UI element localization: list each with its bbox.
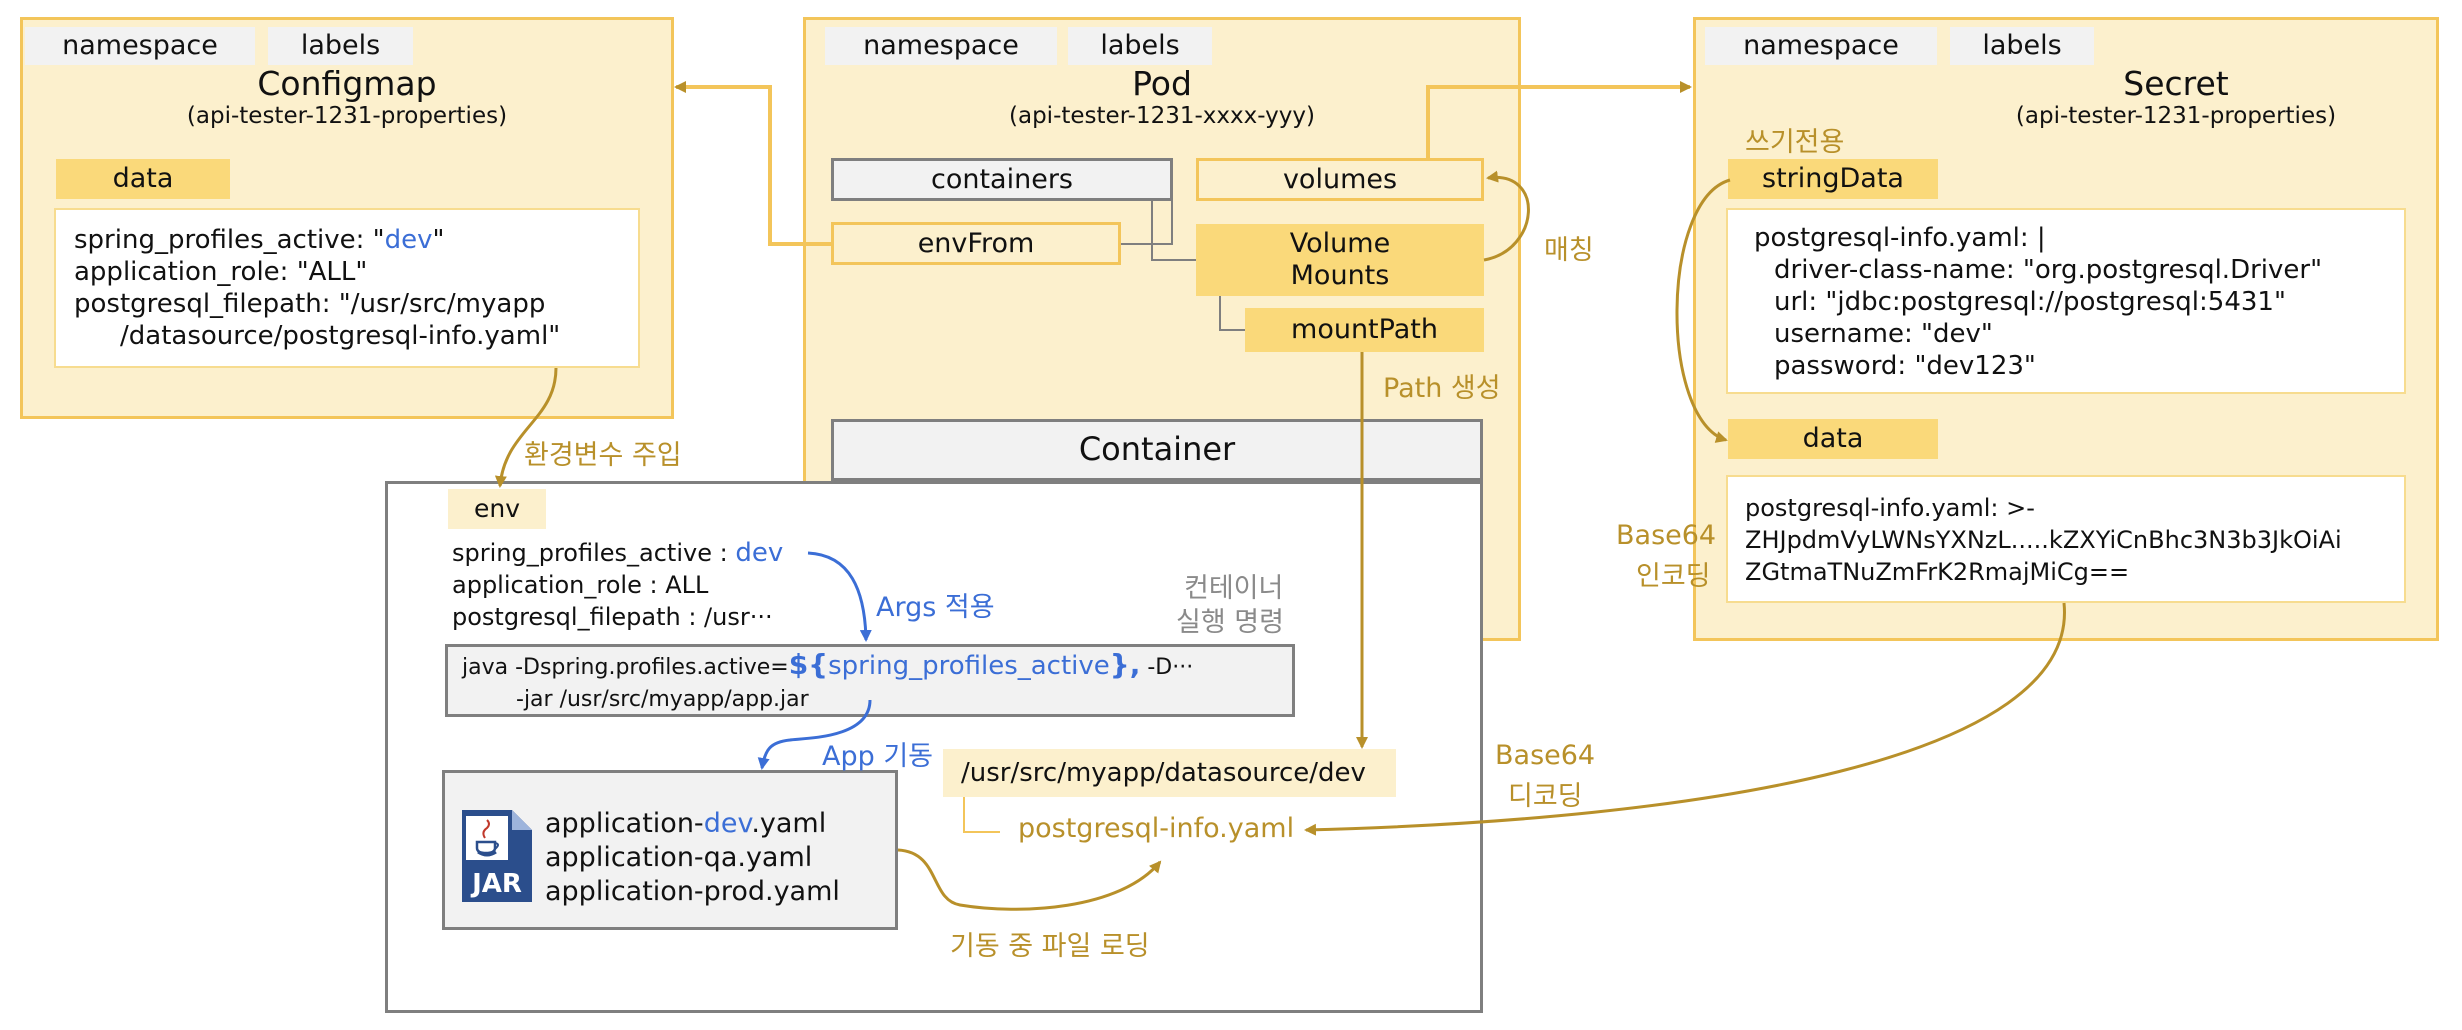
args-apply-label: Args 적용 <box>876 592 995 623</box>
secret-sd-line-4: username: "dev" <box>1774 319 1993 349</box>
configmap-title: Configmap <box>257 64 437 103</box>
jar-file-icon: JAR <box>460 808 534 904</box>
jar-file-2: application-qa.yaml <box>545 842 813 873</box>
secret-sd-line-5: password: "dev123" <box>1774 351 2036 381</box>
secret-title: Secret <box>2123 64 2229 103</box>
configmap-line-1-key: spring_profiles_active: " <box>74 225 385 255</box>
b64-decode-label-1: Base64 <box>1495 740 1596 771</box>
matching-label: 매칭 <box>1544 235 1594 266</box>
configmap-line-2: application_role: "ALL" <box>74 257 368 287</box>
container-cmd-label-2: 실행 명령 <box>1176 607 1284 638</box>
container-env-line-3: postgresql_filepath : /usr··· <box>452 603 773 631</box>
container-env-line-1: spring_profiles_active : dev <box>452 537 783 569</box>
volume-mounts-tree-line <box>1219 296 1245 331</box>
decode-arrow <box>1304 602 2066 836</box>
path-tree-line <box>963 797 1000 833</box>
configmap-line-1-end: " <box>432 225 445 255</box>
jar-file-1-post: .yaml <box>751 808 827 839</box>
cmd-part-2: -D··· <box>1140 655 1194 680</box>
configmap-data-box <box>54 208 640 368</box>
configmap-line-3: postgresql_filepath: "/usr/src/myapp <box>74 289 546 319</box>
containers-tree-line <box>1121 201 1196 261</box>
pod-envfrom-box: envFrom <box>831 222 1121 265</box>
pod-subtitle: (api-tester-1231-xxxx-yyy) <box>1009 103 1315 129</box>
secret-subtitle: (api-tester-1231-properties) <box>2015 103 2337 129</box>
path-create-label: Path 생성 <box>1383 373 1501 404</box>
secret-stringdata-box <box>1726 208 2406 394</box>
pod-containers-box: containers <box>831 158 1173 201</box>
envfrom-to-configmap-arrow <box>674 81 831 246</box>
jar-file-1: application-dev.yaml <box>545 808 826 840</box>
secret-sd-line-2: driver-class-name: "org.postgresql.Drive… <box>1774 255 2323 285</box>
secret-sd-line-3: url: "jdbc:postgresql://postgresql:5431" <box>1774 287 2286 317</box>
pod-labels-tag: labels <box>1068 27 1212 65</box>
jar-file-3: application-prod.yaml <box>545 876 840 907</box>
jar-file-1-dev: dev <box>703 808 752 839</box>
container-env-1-value: dev <box>735 538 784 568</box>
container-env-1-key: spring_profiles_active : <box>452 539 736 567</box>
secret-data-box <box>1726 475 2406 603</box>
container-env-label: env <box>448 489 546 529</box>
jar-file-label: JAR <box>472 869 522 899</box>
args-apply-arrow <box>807 551 872 642</box>
configmap-namespace-tag: namespace <box>25 27 255 65</box>
configmap-subtitle: (api-tester-1231-properties) <box>186 103 508 129</box>
container-cmd-line-1: java -Dspring.profiles.active=${spring_p… <box>462 648 1193 685</box>
pod-volume-mounts-line-2: Mounts <box>1290 260 1390 291</box>
file-loading-label: 기동 중 파일 로딩 <box>950 931 1150 962</box>
secret-data-line-2: ZHJpdmVyLWNsYXNzL.....kZXYiCnBhc3N3b3JkO… <box>1745 526 2342 554</box>
pod-volumes-box: volumes <box>1196 158 1484 201</box>
configmap-line-1: spring_profiles_active: "dev" <box>74 224 445 256</box>
secret-data-label: data <box>1728 419 1938 459</box>
configmap-line-4: /datasource/postgresql-info.yaml" <box>120 321 561 351</box>
container-cmd-line-2: -jar /usr/src/myapp/app.jar <box>516 687 809 712</box>
cmd-part-1: java -Dspring.profiles.active= <box>462 655 789 680</box>
b64-encode-label-1: Base64 <box>1616 520 1717 551</box>
app-start-arrow <box>757 699 872 770</box>
secret-data-line-1: postgresql-info.yaml: >- <box>1745 494 2035 522</box>
secret-sd-line-1: postgresql-info.yaml: | <box>1754 223 2046 253</box>
jar-file-1-pre: application- <box>545 808 704 839</box>
secret-labels-tag: labels <box>1950 27 2094 65</box>
stringdata-to-data-arrow <box>1675 178 1731 443</box>
container-header: Container <box>831 419 1483 481</box>
cmd-var: spring_profiles_active <box>828 651 1110 681</box>
secret-data-line-3: ZGtmaTNuZmFrK2RmajMiCg== <box>1745 558 2130 586</box>
app-start-label: App 기동 <box>822 741 934 772</box>
mounted-path-box: /usr/src/myapp/datasource/dev <box>943 749 1396 797</box>
pod-namespace-tag: namespace <box>825 27 1057 65</box>
mounted-file: postgresql-info.yaml <box>1018 813 1295 844</box>
matching-arrow <box>1483 170 1530 262</box>
configmap-data-label: data <box>56 159 230 199</box>
configmap-labels-tag: labels <box>268 27 413 65</box>
cmd-var-close: }, <box>1109 648 1141 681</box>
pod-volume-mounts-line-1: Volume <box>1289 228 1391 259</box>
env-inject-label: 환경변수 주입 <box>524 440 682 471</box>
b64-decode-label-2: 디코딩 <box>1508 781 1583 812</box>
configmap-line-1-value: dev <box>384 225 433 255</box>
pod-volume-mounts-box: Volume Mounts <box>1196 224 1484 296</box>
volumes-to-secret-arrow <box>1426 81 1692 158</box>
secret-namespace-tag: namespace <box>1705 27 1937 65</box>
write-only-label: 쓰기전용 <box>1745 127 1845 158</box>
pod-title: Pod <box>1132 64 1192 103</box>
secret-stringdata-label: stringData <box>1728 159 1938 199</box>
pod-mountpath-box: mountPath <box>1245 308 1484 352</box>
container-env-line-2: application_role : ALL <box>452 571 709 599</box>
cmd-var-open: ${ <box>788 648 829 681</box>
b64-encode-label-2: 인코딩 <box>1636 561 1711 592</box>
file-loading-arrow <box>897 848 1162 911</box>
env-inject-arrow <box>494 367 558 488</box>
container-cmd-label-1: 컨테이너 <box>1184 573 1284 604</box>
